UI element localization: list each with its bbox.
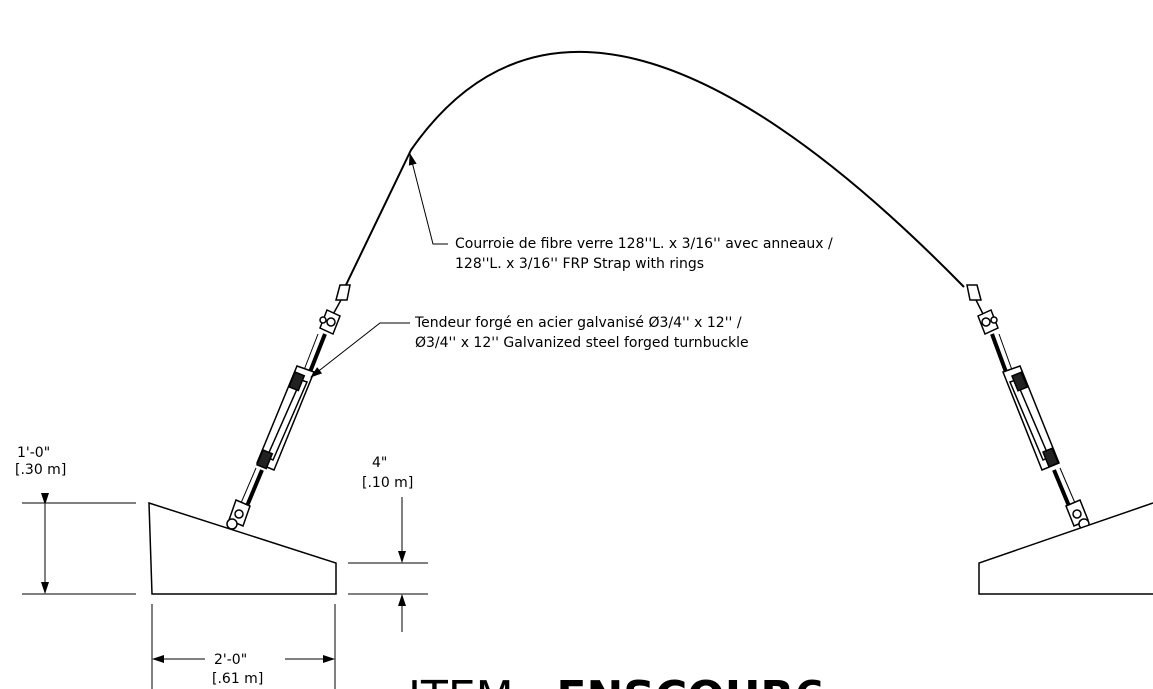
- turnbuckle-leader: [310, 322, 410, 378]
- height-dimension: [22, 493, 136, 595]
- width-dimension: [151, 604, 336, 689]
- right-concrete-block: [978, 502, 1153, 595]
- strap-callout-fr: Courroie de fibre verre 128''L. x 3/16''…: [455, 236, 833, 252]
- width-imperial-label: 2'-0": [214, 652, 247, 668]
- turnbuckle-callout-en: Ø3/4'' x 12'' Galvanized steel forged tu…: [415, 335, 749, 351]
- height-metric-label: [.30 m]: [15, 462, 66, 478]
- strap-callout-en: 128''L. x 3/16'' FRP Strap with rings: [455, 256, 704, 272]
- thickness-metric-label: [.10 m]: [362, 475, 413, 491]
- turnbuckle-callout-fr: Tendeur forgé en acier galvanisé Ø3/4'' …: [414, 315, 742, 331]
- left-turnbuckle-assembly: [226, 284, 351, 530]
- thickness-dimension: [348, 497, 428, 632]
- frp-strap: [344, 50, 965, 288]
- item-title-prefix: ITEM :: [408, 672, 556, 689]
- item-title: ITEM : ENSCOUR6: [408, 672, 825, 689]
- item-title-code: ENSCOUR6: [556, 672, 825, 689]
- width-metric-label: [.61 m]: [212, 671, 263, 687]
- left-concrete-block: [148, 501, 337, 595]
- right-turnbuckle-assembly: [966, 284, 1090, 530]
- height-imperial-label: 1'-0": [17, 445, 50, 461]
- strap-leader: [408, 153, 448, 245]
- thickness-imperial-label: 4": [372, 455, 387, 471]
